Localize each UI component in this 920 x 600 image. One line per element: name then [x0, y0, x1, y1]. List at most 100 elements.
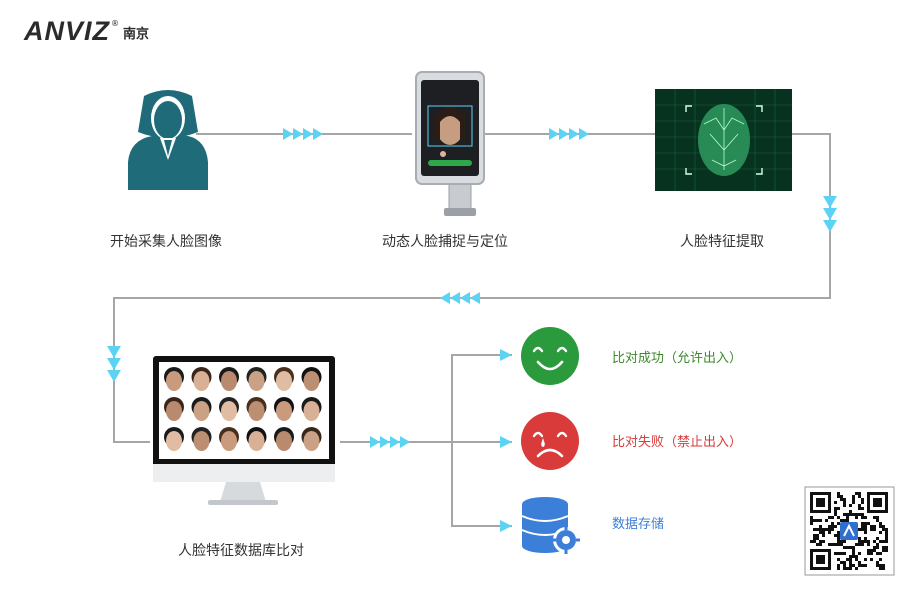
face-thumbnail — [166, 401, 182, 421]
qr-module — [852, 549, 855, 552]
qr-module — [879, 525, 882, 528]
qr-module — [816, 537, 819, 540]
step-label-capture: 动态人脸捕捉与定位 — [382, 234, 508, 250]
feature-extraction-image — [655, 89, 792, 191]
qr-module — [828, 525, 831, 528]
registered-mark-icon: ® — [111, 19, 119, 28]
qr-module — [843, 501, 846, 504]
qr-finder-pattern — [873, 498, 882, 507]
qr-module — [852, 495, 855, 498]
qr-module — [843, 519, 846, 522]
qr-module — [864, 564, 867, 567]
qr-module — [813, 528, 816, 531]
qr-module — [837, 534, 840, 537]
qr-module — [810, 522, 813, 525]
qr-module — [849, 558, 852, 561]
qr-module — [837, 495, 840, 498]
qr-module — [816, 528, 819, 531]
step-label-compare: 人脸特征数据库比对 — [178, 543, 304, 559]
qr-module — [849, 561, 852, 564]
arrow-down-2 — [107, 346, 121, 382]
qr-module — [861, 516, 864, 519]
qr-modules — [810, 492, 888, 570]
qr-module — [855, 492, 858, 495]
qr-module — [855, 567, 858, 570]
qr-module — [882, 540, 885, 543]
qr-module — [816, 543, 819, 546]
qr-module — [834, 534, 837, 537]
qr-module — [879, 564, 882, 567]
qr-module — [861, 564, 864, 567]
qr-module — [843, 552, 846, 555]
qr-module — [876, 516, 879, 519]
qr-module — [882, 567, 885, 570]
outcome-label-storage: 数据存储 — [612, 517, 665, 532]
qr-module — [819, 525, 822, 528]
qr-module — [837, 567, 840, 570]
qr-module — [852, 564, 855, 567]
qr-module — [846, 567, 849, 570]
qr-module — [840, 540, 843, 543]
qr-module — [885, 528, 888, 531]
qr-module — [837, 522, 840, 525]
qr-module — [810, 519, 813, 522]
qr-module — [855, 543, 858, 546]
face-thumbnail — [221, 371, 237, 391]
qr-module — [828, 516, 831, 519]
qr-module — [843, 498, 846, 501]
qr-module — [858, 507, 861, 510]
qr-module — [819, 519, 822, 522]
qr-module — [840, 519, 843, 522]
qr-module — [852, 513, 855, 516]
qr-center-logo-glyph — [843, 523, 855, 537]
qr-module — [837, 537, 840, 540]
qr-module — [885, 531, 888, 534]
qr-module — [876, 537, 879, 540]
qr-module — [837, 564, 840, 567]
qr-module — [855, 513, 858, 516]
qr-module — [858, 540, 861, 543]
qr-module — [858, 495, 861, 498]
qr-module — [849, 546, 852, 549]
qr-module — [855, 516, 858, 519]
qr-module — [831, 543, 834, 546]
qr-module — [861, 507, 864, 510]
qr-module — [870, 525, 873, 528]
qr-module — [852, 555, 855, 558]
qr-module — [834, 513, 837, 516]
qr-module — [846, 558, 849, 561]
qr-module — [861, 543, 864, 546]
qr-module — [858, 504, 861, 507]
qr-module — [879, 558, 882, 561]
qr-module — [819, 540, 822, 543]
qr-module — [858, 513, 861, 516]
qr-module — [882, 546, 885, 549]
arrow-right-2 — [549, 128, 589, 140]
qr-module — [822, 540, 825, 543]
qr-module — [843, 567, 846, 570]
sad-face-icon — [521, 412, 579, 470]
qr-module — [816, 519, 819, 522]
qr-module — [873, 516, 876, 519]
qr-module — [840, 498, 843, 501]
qr-module — [825, 528, 828, 531]
qr-module — [876, 543, 879, 546]
qr-module — [852, 501, 855, 504]
qr-module — [849, 564, 852, 567]
qr-module — [879, 522, 882, 525]
qr-module — [861, 525, 864, 528]
qr-module — [849, 513, 852, 516]
qr-module — [837, 543, 840, 546]
qr-module — [879, 552, 882, 555]
qr-module — [819, 528, 822, 531]
brand-suffix: 南京 — [123, 27, 150, 42]
qr-module — [849, 567, 852, 570]
qr-module — [858, 543, 861, 546]
qr-module — [837, 558, 840, 561]
outcome-label-success: 比对成功（允许出入） — [612, 351, 743, 366]
qr-module — [861, 528, 864, 531]
face-thumbnail — [248, 371, 265, 391]
qr-module — [873, 540, 876, 543]
qr-module — [858, 537, 861, 540]
arrow-right-3 — [370, 436, 410, 448]
